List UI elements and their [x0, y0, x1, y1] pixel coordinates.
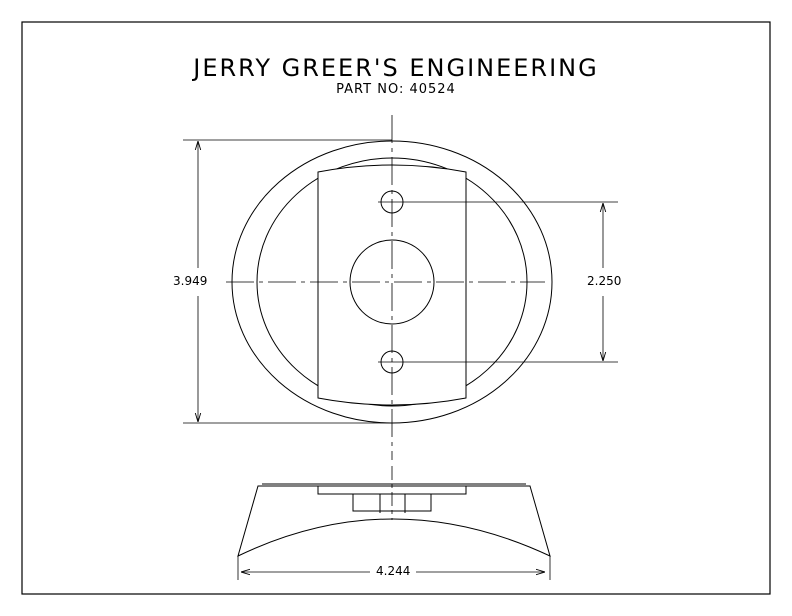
hole-spacing-dimension-label: 2.250 — [586, 274, 623, 288]
width-dimension-label: 4.244 — [375, 564, 412, 578]
drawing-title: JERRY GREER'S ENGINEERING — [193, 54, 599, 82]
side-profile — [237, 485, 551, 557]
side-view — [237, 466, 551, 580]
part-number: PART NO: 40524 — [336, 82, 456, 97]
center-lines — [226, 115, 545, 460]
height-dimension-label: 3.949 — [172, 274, 209, 288]
extension-lines — [183, 139, 618, 424]
sheet-border — [21, 21, 771, 595]
center-bore — [349, 239, 435, 325]
dimension-lines — [198, 141, 603, 572]
